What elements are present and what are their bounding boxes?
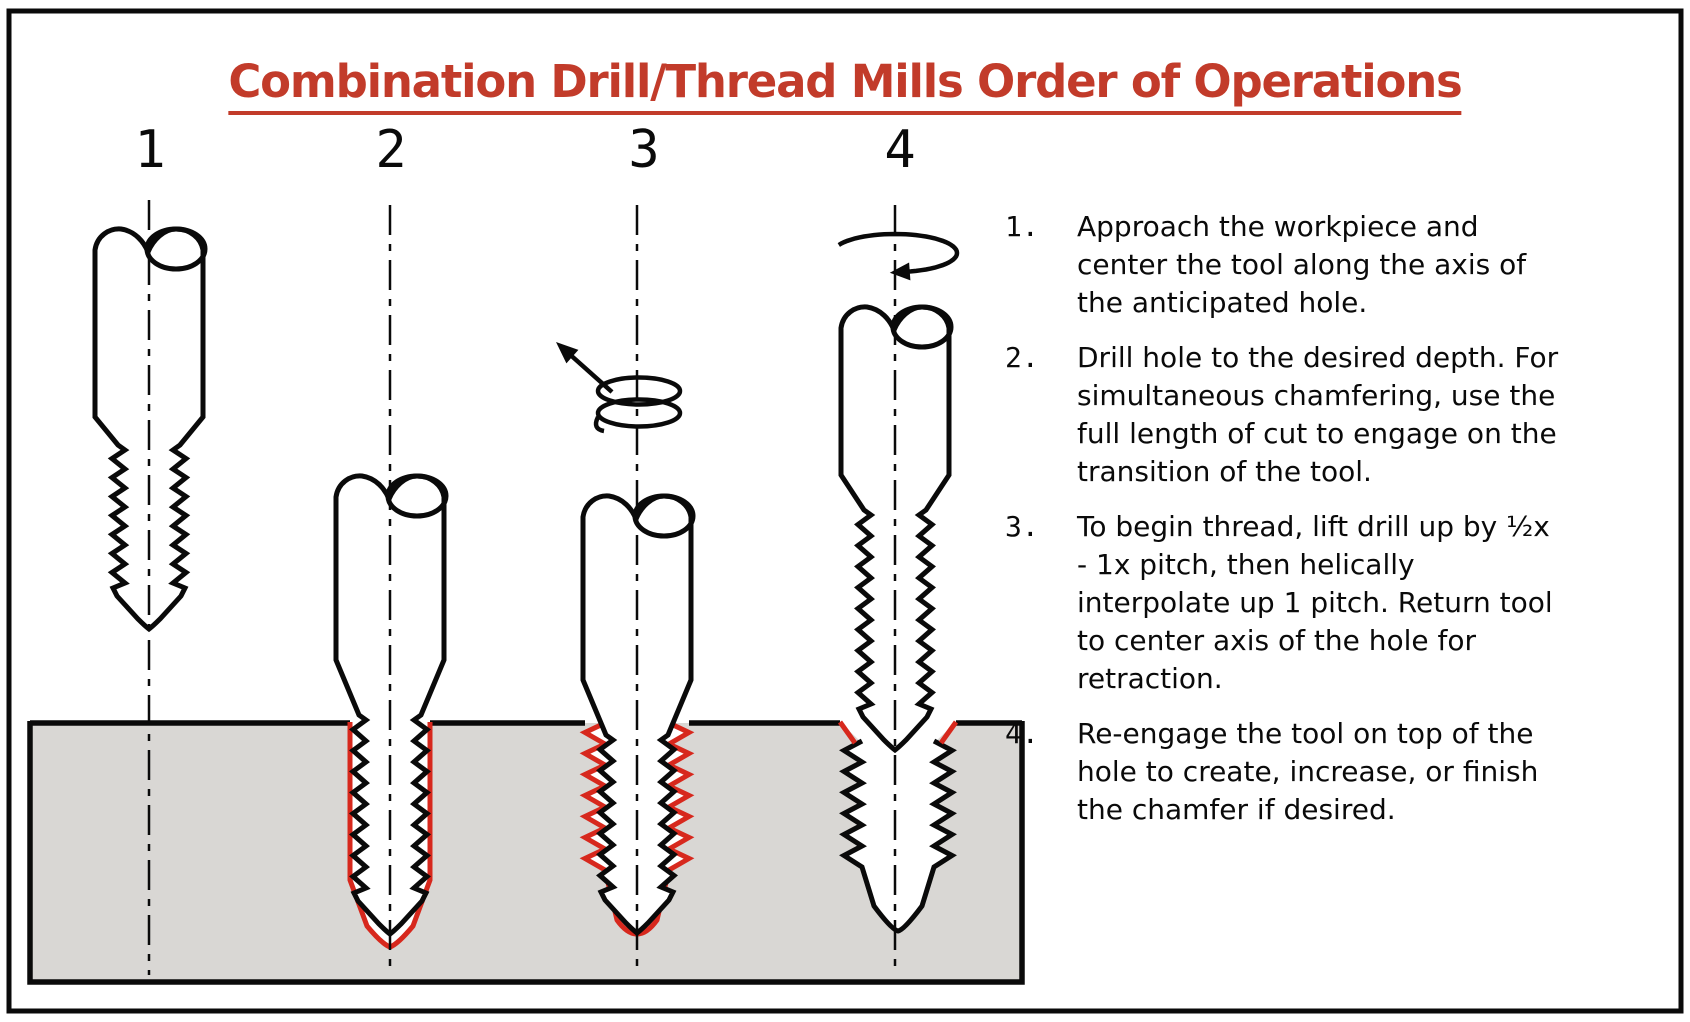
list-item: 1. Approach the workpiece and center the…: [1005, 208, 1567, 322]
step-number: 4.: [1005, 717, 1039, 750]
step-instruction: Drill hole to the desired depth. For sim…: [1077, 341, 1559, 488]
list-item: 2. Drill hole to the desired depth. For …: [1005, 339, 1567, 491]
step-instruction: Re-engage the tool on top of the hole to…: [1077, 717, 1539, 826]
rotation-arrow-icon: [837, 231, 960, 281]
figure-number-3: 3: [628, 120, 660, 180]
page-title: Combination Drill/Thread Mills Order of …: [228, 56, 1463, 115]
drill-tool-4: [838, 304, 954, 754]
step-number: 1.: [1005, 210, 1039, 243]
list-item: 4. Re-engage the tool on top of the hole…: [1005, 715, 1567, 829]
outer-frame: [6, 8, 1684, 1014]
figure-number-1: 1: [134, 120, 166, 180]
step-instruction: Approach the workpiece and center the to…: [1077, 210, 1527, 319]
step-number: 2.: [1005, 341, 1039, 374]
step-instruction: To begin thread, lift drill up by ½x - 1…: [1077, 510, 1553, 695]
figure-number-2: 2: [375, 120, 407, 180]
instruction-list: 1. Approach the workpiece and center the…: [1005, 208, 1567, 846]
figure-number-4: 4: [884, 120, 916, 180]
helical-interpolation-arrow-icon: [556, 342, 683, 434]
list-item: 3. To begin thread, lift drill up by ½x …: [1005, 508, 1567, 698]
step-number: 3.: [1005, 510, 1039, 543]
